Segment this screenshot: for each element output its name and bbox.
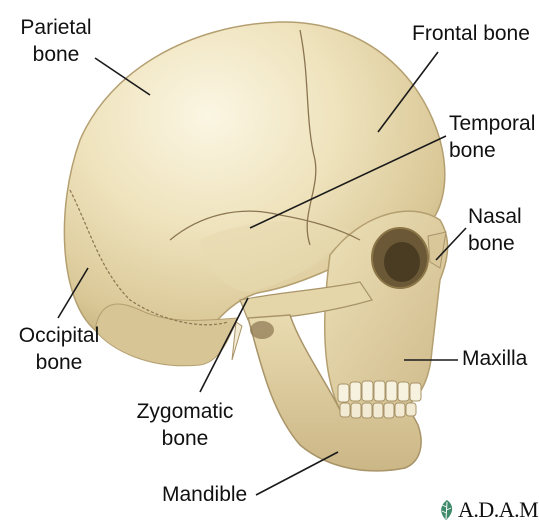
label-zygomatic-line2: bone bbox=[131, 425, 239, 452]
label-zygomatic-line1: Zygomatic bbox=[131, 398, 239, 425]
label-maxilla: Maxilla bbox=[462, 345, 527, 372]
label-mandible: Mandible bbox=[162, 481, 247, 508]
label-parietal-line1: Parietal bbox=[10, 14, 102, 41]
adam-logo: A.D.A.M. bbox=[437, 497, 539, 523]
label-occipital-line1: Occipital bbox=[8, 322, 110, 349]
label-occipital-line2: bone bbox=[8, 349, 110, 376]
leader-mandible bbox=[256, 452, 338, 495]
label-temporal-line1: Temporal bbox=[449, 110, 535, 137]
label-frontal-bone: Frontal bone bbox=[412, 20, 530, 47]
label-parietal-bone: Parietal bone bbox=[10, 14, 102, 68]
label-nasal-line1: Nasal bbox=[468, 203, 522, 230]
label-zygomatic-bone: Zygomatic bone bbox=[131, 398, 239, 452]
label-nasal-bone: Nasal bone bbox=[468, 203, 522, 257]
label-occipital-bone: Occipital bone bbox=[8, 322, 110, 376]
label-nasal-line2: bone bbox=[468, 230, 522, 257]
leaf-icon bbox=[437, 499, 457, 521]
label-parietal-line2: bone bbox=[10, 41, 102, 68]
label-temporal-bone: Temporal bone bbox=[449, 110, 535, 164]
teeth bbox=[338, 381, 421, 418]
logo-text: A.D.A.M. bbox=[458, 497, 539, 523]
label-temporal-line2: bone bbox=[449, 137, 535, 164]
